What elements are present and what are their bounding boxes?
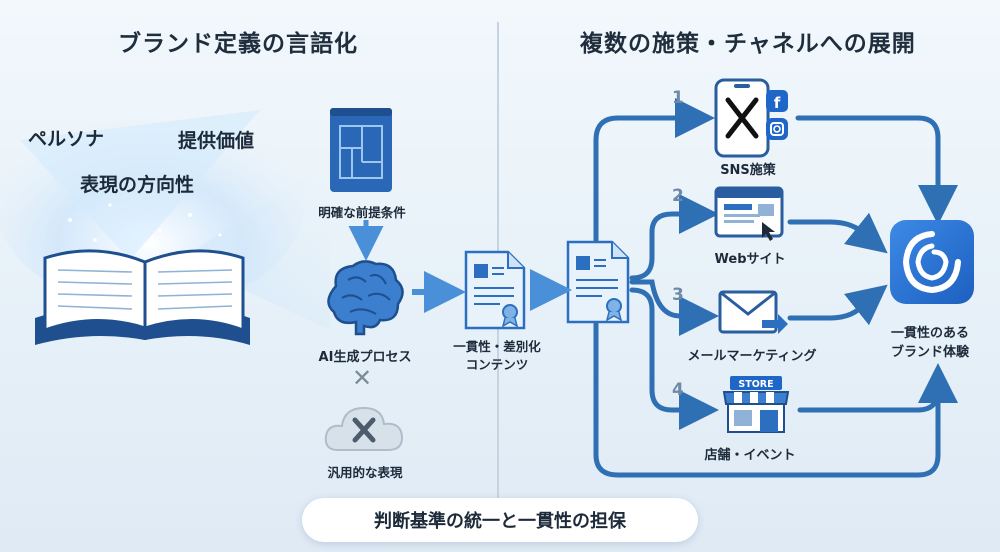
channel-label-website: Webサイト <box>714 252 786 267</box>
content-label-line1: 一貫性・差別化 <box>453 339 541 354</box>
website-icon <box>714 186 784 241</box>
generic-cloud-icon <box>324 406 404 451</box>
generic-label: 汎用的な表現 <box>327 465 403 480</box>
keyword-value: 提供価値 <box>178 130 255 152</box>
channel-number-4: 4 <box>672 380 684 400</box>
sns-icon: f <box>714 78 788 158</box>
channel-label-store: 店舗・イベント <box>704 448 796 463</box>
ai-process-label: AI生成プロセス <box>318 350 412 365</box>
hub-document-icon <box>566 240 630 324</box>
content-document-icon <box>464 250 526 330</box>
channel-label-email: メールマーケティング <box>687 349 817 364</box>
outcome-label-line1: 一貫性のある <box>890 326 969 341</box>
cross-mark-icon: ✕ <box>352 364 373 392</box>
brand-logo-icon <box>890 220 974 304</box>
channel-number-3: 3 <box>672 285 684 305</box>
store-icon: STORE <box>722 376 790 433</box>
channel-label-sns: SNS施策 <box>720 163 776 178</box>
footer-banner: 判断基準の統一と一貫性の担保 <box>302 498 698 542</box>
email-icon <box>718 290 788 334</box>
blueprint-icon <box>330 108 392 192</box>
content-label-line2: コンテンツ <box>465 357 529 372</box>
keyword-expression: 表現の方向性 <box>80 174 195 196</box>
keyword-persona: ペルソナ <box>28 128 105 150</box>
store-sign-text: STORE <box>738 379 773 390</box>
right-section-title: 複数の施策・チャネルへの展開 <box>580 31 916 57</box>
svg-text:f: f <box>774 94 781 112</box>
outcome-label-line2: ブランド体験 <box>890 345 969 360</box>
premise-label: 明確な前提条件 <box>318 205 406 220</box>
brain-icon <box>327 260 404 336</box>
channel-number-1: 1 <box>672 88 684 108</box>
channel-number-2: 2 <box>672 186 684 206</box>
book-illustration <box>0 90 330 345</box>
left-section-title: ブランド定義の言語化 <box>118 31 358 57</box>
